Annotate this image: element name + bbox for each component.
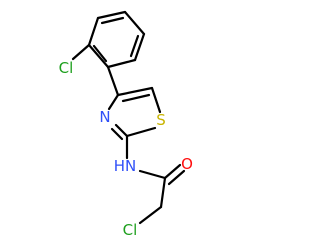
bond [123,10,146,36]
bond [100,16,125,25]
benzene-ring [87,10,146,69]
bond [163,163,182,180]
bond [138,169,167,180]
bond [116,86,154,97]
bond [106,65,120,97]
bond [107,93,120,111]
bond [121,93,151,103]
bond [114,123,129,138]
nitrogen-atom-label: N [99,108,110,126]
amide-nh-label: HN [114,157,137,175]
thiazole-ring [107,86,162,141]
bond [138,205,163,225]
bond [96,10,127,20]
bond [125,126,157,138]
chlorine-atom-label: Cl [59,59,74,77]
oxygen-atom-label: O [181,155,193,173]
bond [92,44,108,63]
bond [159,176,167,209]
bond [133,32,146,62]
bond [87,43,110,69]
bond [87,16,100,47]
bond [150,86,162,114]
sulfur-atom-label: S [156,111,166,129]
chlorine-atom-label: Cl [123,221,138,239]
bond [110,127,124,141]
bond [106,58,137,69]
bond [129,34,140,58]
bond [71,43,91,61]
bond [167,169,186,186]
chemical-structure: Cl N S HN O Cl [59,10,193,239]
